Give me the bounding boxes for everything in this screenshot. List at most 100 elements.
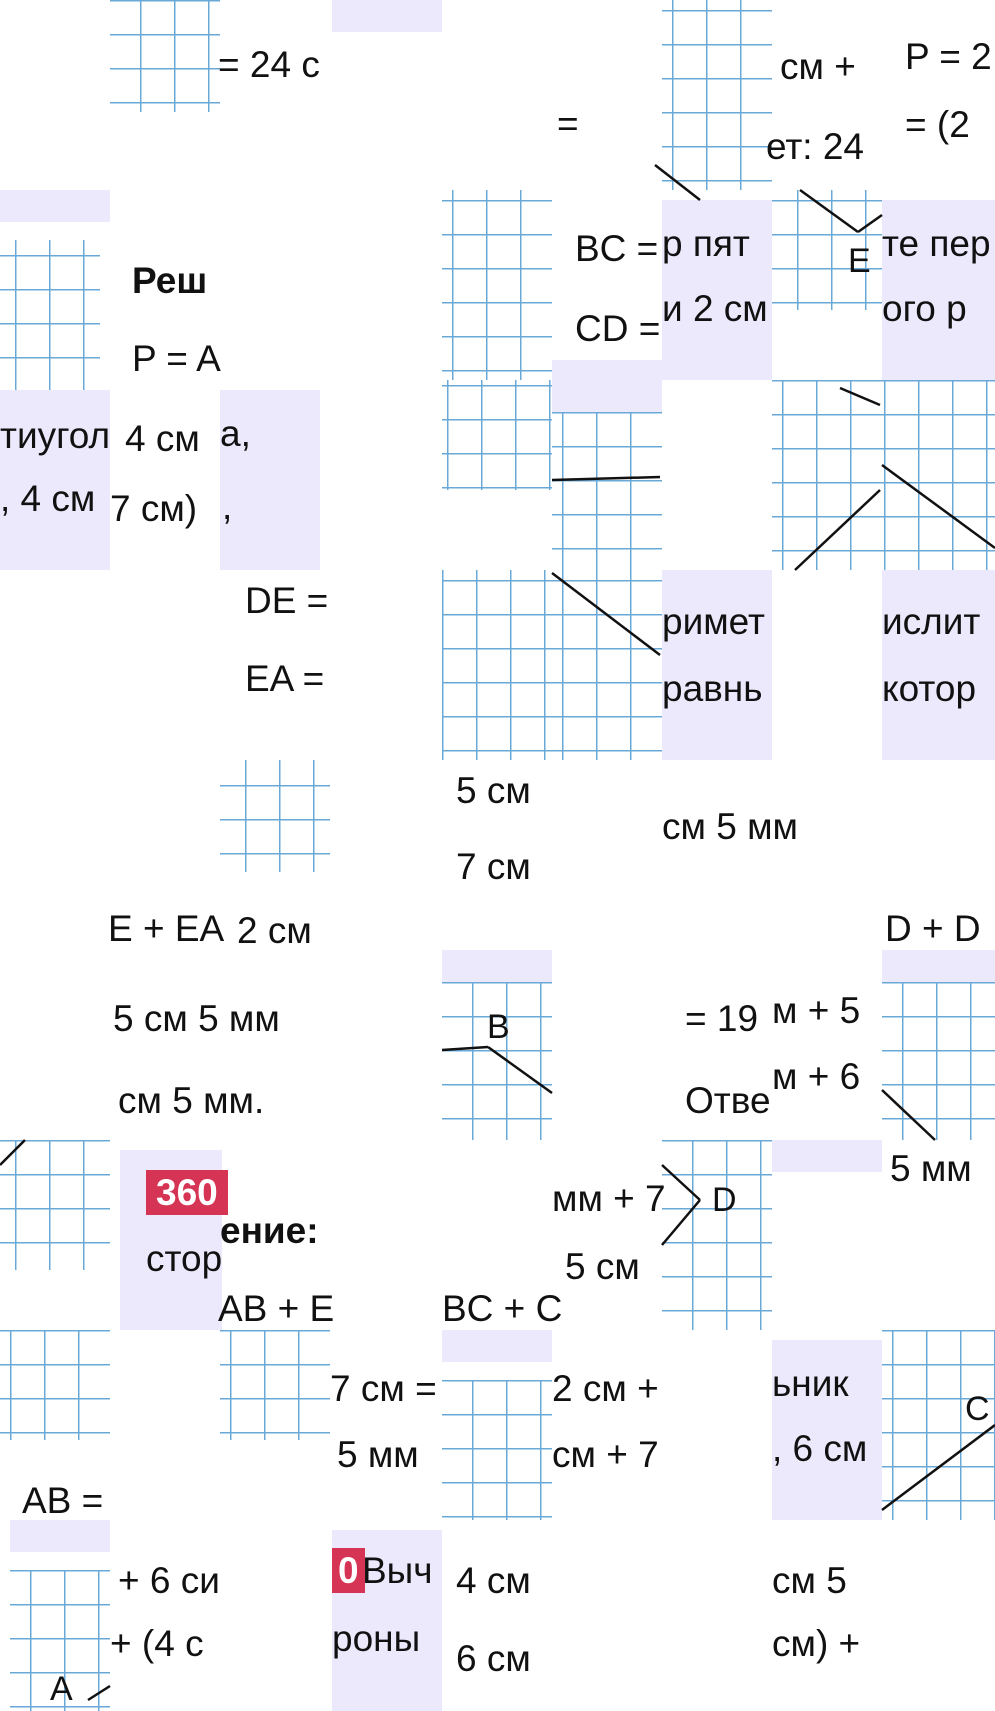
text-fragment: AB =	[22, 1480, 104, 1521]
text-fragment: CD =	[575, 308, 661, 349]
grid-tile	[220, 1330, 330, 1440]
grid-tile	[882, 982, 995, 1140]
lavender-tile	[882, 570, 995, 760]
grid-tile	[0, 240, 100, 390]
lavender-tile	[772, 1340, 882, 1520]
text-fragment: 5 мм	[337, 1434, 419, 1475]
text-fragment: 7 см =	[330, 1368, 437, 1409]
text-fragment: 2 см +	[552, 1368, 659, 1409]
grid-tile	[442, 570, 552, 760]
lavender-tile	[0, 390, 110, 570]
grid-tile	[442, 1380, 552, 1520]
grid-tile	[10, 1570, 110, 1711]
text-fragment: = 24 с	[218, 44, 320, 85]
solution-heading: Реш	[132, 260, 208, 301]
text-fragment: стор	[146, 1238, 223, 1279]
text-fragment: котор	[882, 668, 977, 709]
text-fragment: ,	[222, 486, 233, 527]
text-fragment: см 5 мм.	[118, 1080, 265, 1121]
text-fragment: 5 см	[456, 770, 531, 811]
text-fragment: = 19	[685, 998, 759, 1039]
grid-tile	[442, 190, 552, 380]
grid-tile	[0, 1330, 110, 1440]
grid-tile	[552, 412, 662, 570]
text-fragment: ого р	[882, 288, 967, 329]
lavender-tile	[442, 950, 552, 982]
point-label-a: A	[50, 1670, 73, 1708]
text-fragment: + (4 с	[110, 1623, 204, 1664]
text-fragment: , 4 см	[0, 478, 96, 519]
text-fragment: тиугол	[0, 415, 111, 456]
text-fragment: роны	[332, 1618, 421, 1659]
text-fragment: см 5 мм	[662, 806, 798, 847]
text-fragment: мм + 7	[552, 1178, 666, 1219]
text-fragment: E + EA	[108, 908, 225, 949]
grid-tile	[0, 1140, 110, 1270]
lavender-tile	[220, 390, 320, 570]
solution-heading: ение:	[220, 1210, 319, 1251]
text-fragment: Отве	[685, 1080, 771, 1121]
text-fragment: см +	[780, 46, 856, 87]
text-fragment: ьник	[772, 1363, 849, 1404]
text-fragment: =	[557, 103, 579, 144]
grid-tile	[772, 380, 995, 570]
text-fragment: EA =	[245, 658, 325, 699]
exercise-number-badge: 360	[146, 1170, 228, 1215]
text-fragment: AB + E	[218, 1288, 335, 1329]
lavender-tile	[0, 190, 110, 222]
text-fragment: Выч	[362, 1550, 433, 1591]
grid-tile	[662, 0, 772, 190]
text-fragment: ислит	[882, 601, 981, 642]
text-fragment: те пер	[882, 223, 991, 264]
point-label-c: C	[965, 1390, 990, 1428]
lavender-tile	[882, 200, 995, 380]
grid-tile	[442, 982, 552, 1140]
text-fragment: см + 7	[552, 1434, 659, 1475]
text-fragment: D + D	[885, 908, 981, 949]
grid-tile	[662, 1140, 772, 1330]
text-fragment: 5 см	[565, 1246, 640, 1287]
text-fragment: римет	[662, 601, 765, 642]
grid-tile	[110, 0, 220, 112]
text-fragment: + 6 си	[118, 1560, 220, 1601]
text-fragment: и 2 см	[662, 288, 768, 329]
text-fragment: см 5	[772, 1560, 847, 1601]
text-fragment: DE =	[245, 580, 329, 621]
lavender-tile	[772, 1140, 882, 1172]
point-label-b: B	[487, 1008, 510, 1046]
point-label-d: D	[712, 1181, 737, 1219]
text-fragment: BC =	[575, 228, 659, 269]
lavender-tile	[332, 0, 442, 32]
lavender-tile	[662, 570, 772, 760]
text-fragment: 7 см)	[110, 488, 198, 529]
text-fragment: 5 мм	[890, 1148, 972, 1189]
lavender-tile	[882, 950, 995, 982]
text-fragment: BC + C	[442, 1288, 563, 1329]
text-fragment: 4 см	[456, 1560, 531, 1601]
lavender-tile	[442, 1330, 552, 1362]
grid-tile	[220, 760, 330, 872]
text-fragment: P = 2	[905, 36, 992, 77]
grid-tile	[552, 570, 662, 760]
text-fragment: , 6 см	[772, 1428, 868, 1469]
text-fragment: = (2	[905, 104, 970, 145]
grid-tile	[442, 380, 552, 490]
lavender-tile	[662, 200, 772, 380]
point-label-e: E	[848, 242, 871, 280]
grid-tile	[882, 1330, 995, 1520]
text-fragment: 6 см	[456, 1638, 531, 1679]
exercise-number-badge: 0	[332, 1548, 365, 1593]
text-fragment: ет: 24	[766, 126, 865, 167]
text-fragment: 7 см	[456, 846, 531, 887]
text-fragment: м + 6	[772, 1056, 861, 1097]
text-fragment: 4 см	[125, 418, 200, 459]
text-fragment: a,	[220, 413, 251, 454]
text-fragment: равнь	[662, 668, 763, 709]
text-fragment: р пят	[662, 223, 750, 264]
text-fragment: 5 см 5 мм	[113, 998, 280, 1039]
text-fragment: см) +	[772, 1623, 861, 1664]
lavender-tile	[552, 360, 662, 412]
text-fragment: P = A	[132, 338, 221, 379]
lavender-tile	[10, 1520, 110, 1552]
